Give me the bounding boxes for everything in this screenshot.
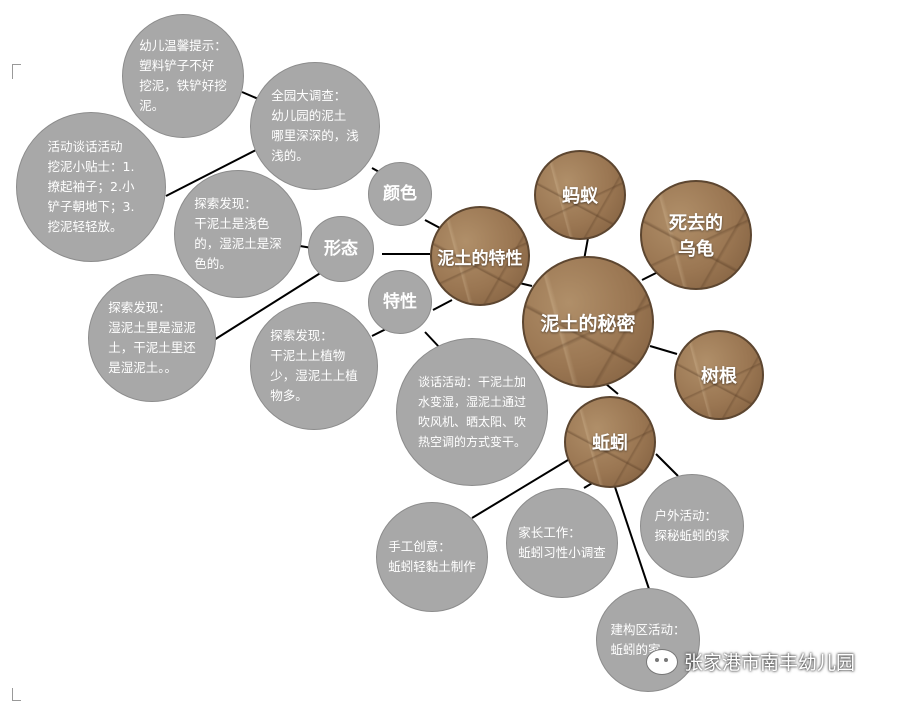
branch-properties-label: 泥土的特性	[437, 248, 523, 269]
subtopic-form-label: 形态	[324, 239, 358, 259]
note-explore-color-text: 探索发现： 干泥土是浅色 的，湿泥土是深 色的。	[194, 196, 282, 271]
note-survey-text: 全园大调查： 幼儿园的泥土 哪里深深的，浅 浅的。	[271, 88, 359, 163]
branch-earthworm: 蚯蚓	[564, 396, 656, 488]
branch-properties: 泥土的特性	[430, 206, 530, 306]
link-earthworm-root	[605, 383, 619, 395]
link-building-earthworm	[613, 483, 651, 593]
link-outdoor-earthworm	[655, 453, 679, 477]
subtopic-color: 颜色	[368, 162, 432, 226]
subtopic-color-label: 颜色	[383, 184, 417, 204]
note-tip: 幼儿温馨提示： 塑料铲子不好 挖泥，铁铲好挖 泥。	[122, 14, 244, 138]
link-explorewet-form	[213, 271, 323, 341]
note-building: 建构区活动： 蚯蚓的家	[596, 588, 700, 692]
link-digtips-survey	[165, 149, 257, 197]
link-craft-earthworm	[471, 459, 569, 519]
note-explore-plants: 探索发现： 干泥土上植物 少，湿泥土上植 物多。	[250, 302, 378, 430]
branch-roots: 树根	[674, 330, 764, 420]
branch-turtle-label: 死去的 乌龟	[669, 213, 723, 260]
note-explore-wet: 探索发现： 湿泥土里是湿泥 土，干泥土里还 是湿泥土。。	[88, 274, 216, 402]
note-survey: 全园大调查： 幼儿园的泥土 哪里深深的，浅 浅的。	[250, 62, 380, 190]
subtopic-form: 形态	[308, 216, 374, 282]
note-tip-text: 幼儿温馨提示： 塑料铲子不好 挖泥，铁铲好挖 泥。	[139, 38, 227, 113]
root-node: 泥土的秘密	[522, 256, 654, 388]
branch-earthworm-label: 蚯蚓	[592, 433, 628, 454]
note-talk-text: 谈话活动：干泥土加 水变湿，湿泥土通过 吹风机、晒太阳、吹 热空调的方式变干。	[417, 375, 526, 449]
note-dig-tips-text: 活动谈话活动 挖泥小贴士：1. 撩起袖子；2.小 铲子朝地下；3. 挖泥轻轻放。	[47, 139, 135, 234]
branch-ant: 蚂蚁	[534, 150, 626, 240]
root-node-label: 泥土的秘密	[540, 312, 636, 335]
wechat-icon	[646, 648, 678, 675]
crop-mark-top	[12, 64, 21, 79]
link-roots-root	[649, 345, 678, 355]
note-building-text: 建构区活动： 蚯蚓的家	[610, 622, 686, 657]
note-explore-wet-text: 探索发现： 湿泥土里是湿泥 土，干泥土里还 是湿泥土。。	[108, 300, 196, 375]
note-outdoor-text: 户外活动： 探秘蚯蚓的家	[654, 508, 730, 543]
link-color-properties	[424, 219, 441, 229]
watermark-text: 张家港市南丰幼儿园	[684, 652, 856, 674]
branch-ant-label: 蚂蚁	[562, 186, 598, 207]
watermark: 张家港市南丰幼儿园	[646, 648, 855, 675]
note-explore-color: 探索发现： 干泥土是浅色 的，湿泥土是深 色的。	[174, 170, 302, 298]
note-explore-plants-text: 探索发现： 干泥土上植物 少，湿泥土上植 物多。	[270, 328, 358, 403]
branch-turtle: 死去的 乌龟	[640, 180, 752, 290]
subtopic-trait: 特性	[368, 270, 432, 334]
branch-roots-label: 树根	[701, 366, 737, 387]
note-craft: 手工创意： 蚯蚓轻黏土制作	[376, 502, 488, 612]
note-outdoor: 户外活动： 探秘蚯蚓的家	[640, 474, 744, 578]
link-trait-properties	[432, 299, 453, 311]
note-talk: 谈话活动：干泥土加 水变湿，湿泥土通过 吹风机、晒太阳、吹 热空调的方式变干。	[396, 338, 548, 486]
note-parents-text: 家长工作： 蚯蚓习性小调查	[518, 525, 606, 560]
crop-mark-bottom	[12, 688, 21, 701]
note-dig-tips: 活动谈话活动 挖泥小贴士：1. 撩起袖子；2.小 铲子朝地下；3. 挖泥轻轻放。	[16, 112, 166, 262]
note-craft-text: 手工创意： 蚯蚓轻黏土制作	[388, 539, 476, 574]
note-parents: 家长工作： 蚯蚓习性小调查	[506, 488, 618, 598]
subtopic-trait-label: 特性	[383, 292, 417, 312]
